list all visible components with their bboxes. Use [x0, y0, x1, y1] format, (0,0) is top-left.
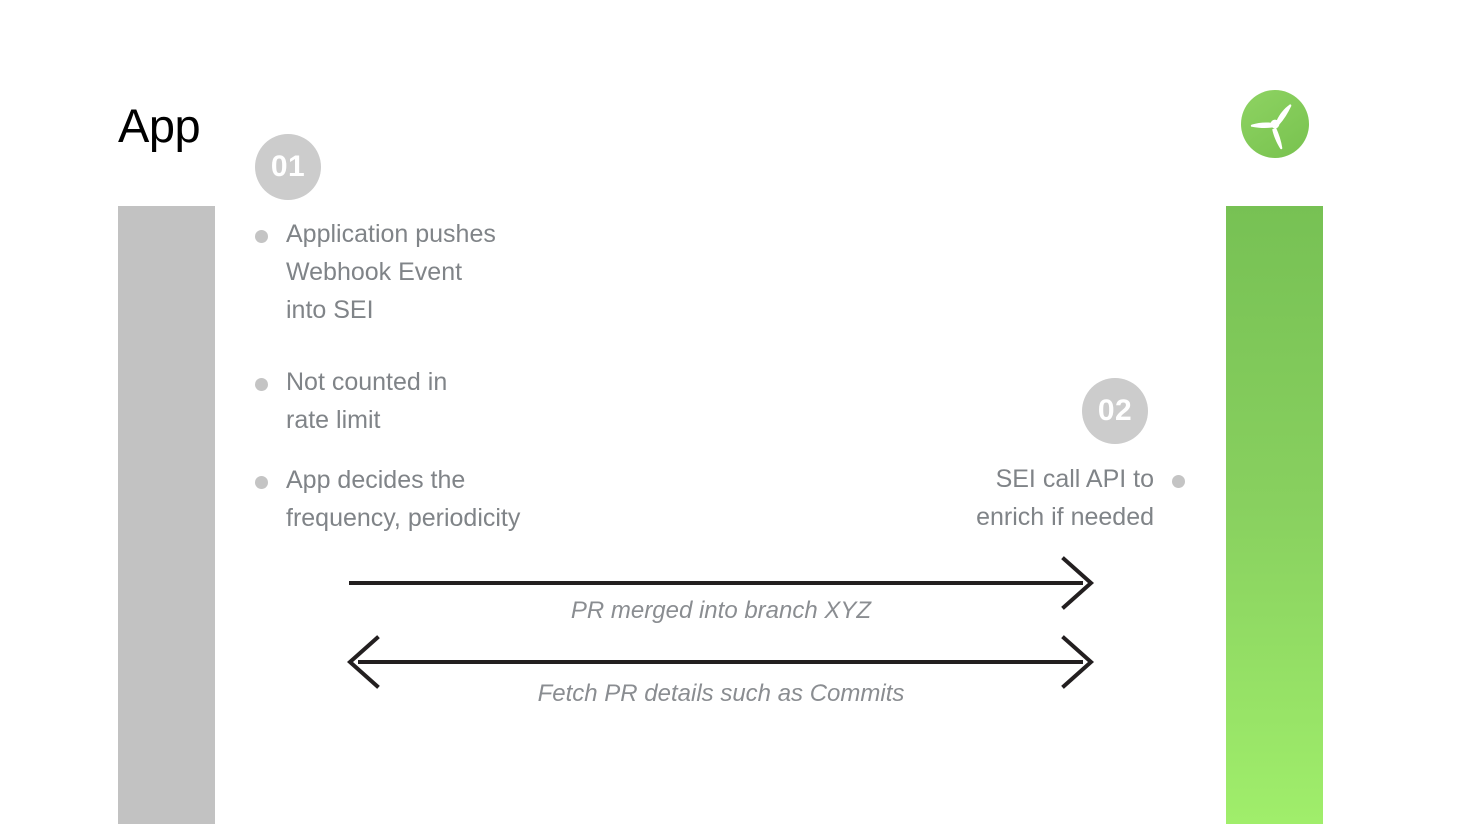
sei-lane-bar [1226, 206, 1323, 824]
bullet-line: frequency, periodicity [286, 504, 521, 532]
bullet-line: App decides the [286, 466, 466, 494]
step-badge-02-label: 02 [1097, 394, 1133, 427]
step-badge-01-label: 01 [270, 150, 306, 183]
arrow-label-fetch-pr-details: Fetch PR details such as Commits [537, 680, 905, 707]
arrow-fetch-pr-details [346, 635, 1095, 689]
app-lane-bar [118, 206, 215, 824]
list-item: Application pushes Webhook Event into SE… [255, 215, 675, 329]
page-title: App [118, 99, 201, 152]
list-item: App decides the frequency, periodicity [255, 461, 675, 537]
bullet-dot-icon [255, 476, 268, 489]
list-item: Not counted in rate limit [255, 363, 675, 439]
bullet-line: Application pushes [286, 220, 496, 248]
arrow-label-pr-merged: PR merged into branch XYZ [570, 597, 872, 624]
bullet-dot-icon [255, 230, 268, 243]
bullet-dot-icon [1172, 475, 1185, 488]
bullet-line: Webhook Event [286, 258, 463, 286]
bullet-dot-icon [255, 378, 268, 391]
app-bullet-list: Application pushes Webhook Event into SE… [255, 215, 675, 537]
bullet-line: rate limit [286, 406, 381, 434]
step-badge-02: 02 [1082, 378, 1148, 444]
propeller-logo-icon [1241, 90, 1309, 158]
list-item: SEI call API to enrich if needed [760, 460, 1185, 536]
step-badge-01: 01 [255, 134, 321, 200]
bullet-line: SEI call API to [995, 465, 1154, 493]
sei-bullet-list: SEI call API to enrich if needed [760, 460, 1185, 536]
bullet-line: Not counted in [286, 368, 448, 396]
bullet-line: enrich if needed [976, 503, 1154, 531]
bullet-line: into SEI [286, 296, 374, 324]
